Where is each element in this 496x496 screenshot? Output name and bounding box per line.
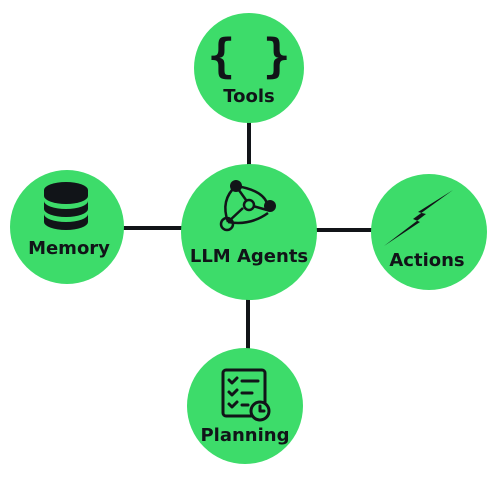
node-memory: Memory <box>10 170 124 284</box>
checklist-clock-icon <box>221 368 271 422</box>
node-tools-label: Tools <box>223 86 275 107</box>
node-tools-circle <box>194 13 304 123</box>
node-llm-agents-circle <box>181 164 317 300</box>
database-icon <box>44 182 88 230</box>
network-triangle-icon <box>219 180 276 232</box>
node-planning: Planning <box>187 348 303 464</box>
node-actions-circle <box>371 174 487 290</box>
node-actions-label: Actions <box>389 250 464 271</box>
curly-braces-icon: { } <box>207 29 290 83</box>
node-tools: { } Tools <box>194 13 304 123</box>
node-memory-label: Memory <box>28 238 110 259</box>
lightning-bolt-icon <box>384 190 453 246</box>
node-llm-agents-label: LLM Agents <box>190 246 308 267</box>
node-actions: Actions <box>371 174 487 290</box>
node-llm-agents: LLM Agents <box>181 164 317 300</box>
node-planning-label: Planning <box>200 425 289 446</box>
